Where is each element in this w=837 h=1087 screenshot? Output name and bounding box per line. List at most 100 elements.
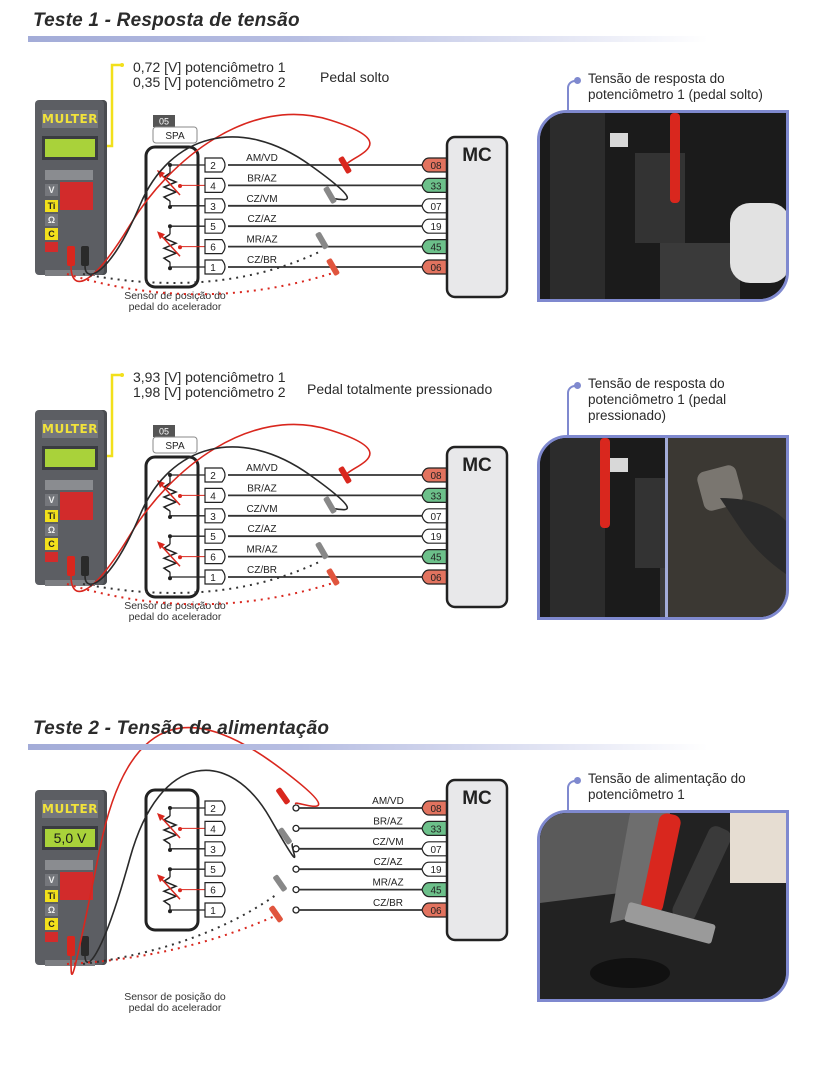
multimeter-display — [42, 136, 98, 160]
connector-name-box — [152, 126, 198, 144]
black-probe-tip[interactable] — [277, 827, 292, 845]
multimeter-red-key[interactable] — [45, 552, 58, 562]
multimeter-display — [42, 446, 98, 470]
wire-color-code: CZ/BR — [373, 898, 403, 909]
ecu-pin-number: 19 — [430, 222, 442, 233]
multimeter-brand: MULTER — [42, 420, 98, 438]
sensor-pin-tab — [204, 841, 226, 857]
shoe-in-photo — [720, 498, 786, 575]
test-point-terminal[interactable] — [292, 865, 300, 873]
wire-color-code: BR/AZ — [247, 483, 276, 494]
multimeter-brand: MULTER — [42, 110, 98, 128]
multimeter-key-2[interactable]: Ω — [45, 214, 58, 226]
ecu-pin-number: 33 — [430, 181, 442, 192]
reading-pointer-dot — [120, 63, 124, 67]
ecu-pin-number: 06 — [430, 573, 442, 584]
photo — [540, 813, 786, 999]
black-probe-jack[interactable] — [81, 556, 89, 576]
photo-frame — [537, 110, 789, 302]
multimeter-key-3[interactable]: C — [45, 538, 58, 550]
ecu-pin-number: 08 — [430, 804, 442, 815]
multimeter-key-2[interactable]: Ω — [45, 904, 58, 916]
reading-pointer-line — [107, 63, 122, 148]
red-probe-tip[interactable] — [275, 787, 290, 805]
internal-wire — [179, 827, 205, 829]
multimeter-key-0[interactable]: V — [45, 184, 58, 196]
red-probe-lead[interactable] — [70, 113, 371, 283]
test-point-terminal[interactable] — [292, 885, 300, 894]
sensor-pin-tab — [204, 218, 226, 234]
red-probe-tip-pin2[interactable] — [338, 156, 352, 175]
reading-pointer-dot — [120, 373, 124, 377]
multimeter-key-1[interactable]: Ti — [45, 200, 58, 212]
sensor-pin-tab — [204, 882, 226, 898]
multimeter-footer-strip — [45, 580, 95, 586]
black-probe-lead[interactable] — [84, 446, 349, 585]
sensor-pin-tab — [204, 528, 226, 544]
red-probe-jack[interactable] — [67, 246, 75, 266]
internal-wire — [169, 515, 205, 517]
red-probe-jack[interactable] — [67, 936, 75, 956]
wire-color-code: CZ/AZ — [374, 857, 403, 868]
red-probe-dotted-lead — [66, 915, 276, 965]
black-probe-tip-pin6[interactable] — [315, 541, 329, 560]
black-probe-lead[interactable] — [84, 136, 349, 275]
wire-color-code: CZ/VM — [246, 504, 277, 515]
red-probe-dotted-lead — [66, 272, 334, 296]
internal-wire — [169, 909, 205, 912]
wire-color-code: CZ/BR — [247, 255, 277, 266]
sensor-pin-number: 1 — [210, 573, 216, 584]
multimeter-key-1[interactable]: Ti — [45, 890, 58, 902]
wire-color-code: CZ/AZ — [248, 524, 277, 535]
internal-wire — [179, 184, 205, 186]
caption-connector-line — [567, 385, 575, 436]
photo-frame — [537, 435, 789, 620]
black-probe-jack[interactable] — [81, 936, 89, 956]
caption-connector-line — [567, 80, 575, 111]
sensor-pin-number: 1 — [210, 906, 216, 917]
black-probe-jack[interactable] — [81, 246, 89, 266]
sensor-body — [144, 145, 200, 289]
red-probe-tip-pin2[interactable] — [338, 466, 352, 485]
multimeter-red-key[interactable] — [45, 242, 58, 252]
black-probe-tip-2[interactable] — [272, 874, 287, 892]
black-probe-tip-pin3[interactable] — [323, 496, 337, 515]
sensor-pin-number: 6 — [210, 243, 216, 254]
sensor-pin-number: 6 — [210, 553, 216, 564]
test-point-terminal[interactable] — [292, 824, 300, 833]
multimeter-key-2[interactable]: Ω — [45, 524, 58, 536]
red-probe-tip-2[interactable] — [268, 905, 283, 923]
black-probe-tip-pin3[interactable] — [323, 186, 337, 205]
multimeter-red-key[interactable] — [45, 932, 58, 942]
red-probe-lead[interactable] — [70, 423, 371, 593]
multimeter-key-0[interactable]: V — [45, 874, 58, 886]
test-point-terminal[interactable] — [292, 804, 300, 812]
multimeter-key-3[interactable]: C — [45, 918, 58, 930]
internal-wire — [169, 576, 205, 579]
red-probe-tip-pin1[interactable] — [326, 258, 340, 277]
black-probe-tip-pin6[interactable] — [315, 231, 329, 250]
test-point-terminal[interactable] — [292, 906, 300, 914]
internal-wire — [179, 556, 205, 558]
red-probe-tip-pin1[interactable] — [326, 568, 340, 587]
multimeter-key-0[interactable]: V — [45, 494, 58, 506]
multimeter-range-block — [60, 182, 93, 210]
ecu-pin-number: 08 — [430, 161, 442, 172]
wire-color-code: MR/AZ — [372, 878, 403, 889]
multimeter-display: 5,0 V — [42, 826, 98, 850]
wire-color-code: MR/AZ — [246, 545, 277, 556]
red-probe-jack[interactable] — [67, 556, 75, 576]
connector-number-bg — [153, 425, 175, 437]
black-probe-lead[interactable] — [84, 769, 296, 964]
multimeter-key-1[interactable]: Ti — [45, 510, 58, 522]
multimeter-range-block — [60, 872, 93, 900]
multimeter-key-3[interactable]: C — [45, 228, 58, 240]
